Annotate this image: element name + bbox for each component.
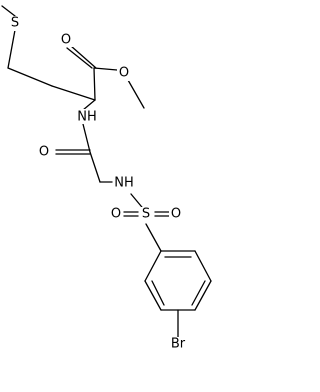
bond-s-ring <box>145 223 162 252</box>
bond-ring-3 <box>194 280 212 311</box>
atom-o-ester-carbonyl: O <box>61 33 71 48</box>
bond-ester-o <box>93 67 118 71</box>
atom-nh-sulfonamide: NH <box>114 176 134 191</box>
atom-nh-amide: NH <box>77 110 97 125</box>
atom-o-amide: O <box>39 145 49 160</box>
atom-o-ester-ether: O <box>119 66 129 81</box>
bonds <box>1 5 212 338</box>
bond-ring-2 <box>194 250 212 282</box>
bond-ester-co-b <box>70 45 97 69</box>
bond-alpha-ester <box>93 67 96 101</box>
bond-ring-6 <box>144 250 162 282</box>
bond-ring-inner-3 <box>151 280 165 306</box>
atom-o-sulfonyl-right: O <box>171 207 181 222</box>
bond-o-methyl <box>127 79 145 109</box>
atom-o-sulfonyl-left: O <box>111 207 121 222</box>
molecule-diagram: S O O NH O NH S O O Br <box>1 5 212 352</box>
atom-s-thioether: S <box>11 16 19 31</box>
bond-ring-5 <box>144 280 162 311</box>
bond-ch2-alpha <box>51 85 96 101</box>
atom-labels: S O O NH O NH S O O Br <box>9 16 189 352</box>
atom-br: Br <box>171 337 186 352</box>
bond-amide-ch2 <box>89 151 101 183</box>
bond-ring-inner-2 <box>191 280 206 306</box>
bond-ch2-ch2 <box>7 67 53 87</box>
bond-s-ch2 <box>7 29 16 69</box>
atom-s-sulfonyl: S <box>142 207 150 222</box>
bond-ester-co-a <box>66 47 93 69</box>
bond-nh-amide <box>82 123 91 153</box>
bond-methyl-s <box>1 5 16 17</box>
bond-alpha-nh <box>82 99 96 111</box>
